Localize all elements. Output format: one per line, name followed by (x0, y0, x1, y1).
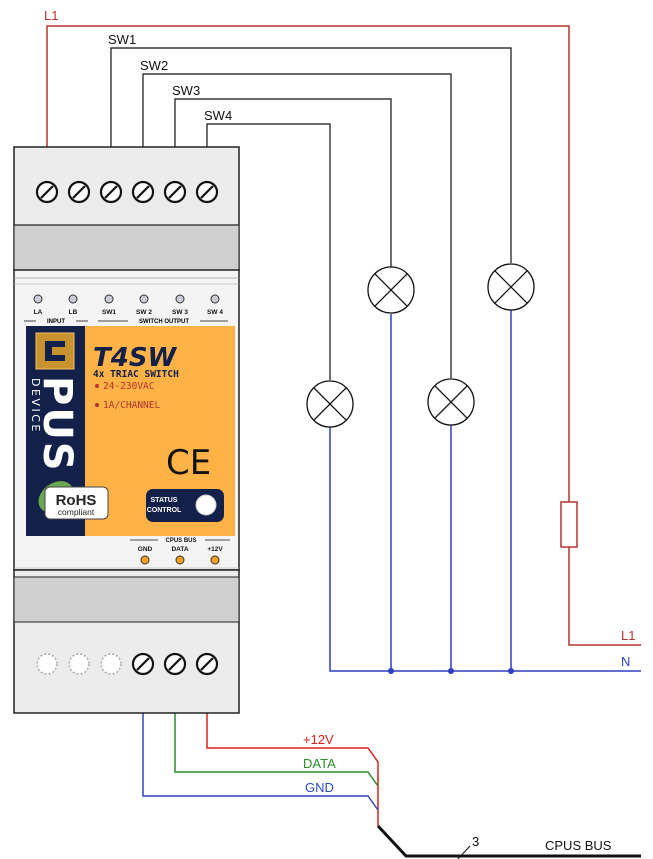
l1-top-label: L1 (44, 8, 58, 23)
neutral-junction (388, 668, 394, 674)
unused-terminal-icon (100, 653, 122, 675)
sw4-wire (206, 123, 331, 380)
cpus-bus-line (376, 824, 641, 858)
neutral-junction (508, 668, 514, 674)
spec-current: 1A/CHANNEL (103, 400, 160, 411)
data-wire (174, 712, 379, 787)
l1-wire (46, 25, 570, 502)
bus-count-tick (457, 845, 471, 859)
led-label: LA (34, 309, 43, 316)
fuse-icon (560, 501, 578, 548)
screw-terminal-icon (67, 180, 91, 204)
led-label: SW 4 (207, 309, 223, 316)
data-label: DATA (303, 756, 336, 771)
screw-terminal-icon (195, 652, 219, 676)
top-terminal-screws (35, 180, 219, 204)
status-label: STATUS (151, 497, 178, 504)
model-subtitle: 4x TRIAC SWITCH (93, 369, 179, 380)
bus-count-label: 3 (472, 834, 479, 849)
bus-led-label: +12V (207, 546, 223, 553)
lamp-sw4-icon (306, 380, 354, 428)
gnd-label: GND (305, 780, 334, 795)
status-control-button[interactable] (195, 494, 217, 516)
bus-group-label: CPUS BUS (165, 538, 196, 544)
lamp-sw1-icon (487, 263, 535, 311)
sw2-wire (142, 73, 452, 378)
screw-terminal-icon (131, 652, 155, 676)
input-group-label: INPUT (47, 319, 65, 325)
lamp-sw2-icon (427, 378, 475, 426)
sw3-wire (174, 98, 392, 267)
unused-terminal-icon (36, 653, 58, 675)
sw4-label: SW4 (204, 108, 232, 123)
sw1-label: SW1 (108, 32, 136, 47)
cpus-bus-label: CPUS BUS (545, 838, 612, 853)
n-right-label: N (621, 654, 630, 669)
plus12v-wire (206, 712, 379, 826)
bus-led-label: GND (138, 546, 153, 553)
screw-terminal-icon (163, 180, 187, 204)
bus-led-label: DATA (171, 546, 188, 553)
screw-terminal-icon (163, 652, 187, 676)
led-label: SW 3 (172, 309, 188, 316)
logo-device: DEVICE (29, 378, 42, 434)
l1-wire-lower (568, 547, 641, 646)
sw3-label: SW3 (172, 83, 200, 98)
spec-voltage: 24-230VAC (103, 381, 154, 392)
switch-output-group-label: SWITCH OUTPUT (139, 319, 189, 325)
ce-mark: CE (166, 443, 211, 483)
led-label: LB (69, 309, 78, 316)
rohs-compliant-label: compliant (58, 507, 95, 517)
led-label: SW1 (102, 309, 116, 316)
control-label: CONTROL (147, 507, 182, 514)
rohs-label: RoHS (56, 492, 97, 509)
l1-right-label: L1 (621, 628, 635, 643)
unused-terminal-icon (68, 653, 90, 675)
screw-terminal-icon (99, 180, 123, 204)
gnd-wire (142, 712, 379, 811)
neutral-lamp4 (329, 427, 641, 672)
screw-terminal-icon (195, 180, 219, 204)
status-leds-top (33, 294, 220, 304)
cpus-logo-icon (35, 332, 75, 370)
sw1-wire (110, 47, 512, 263)
screw-terminal-icon (131, 180, 155, 204)
model-title: T4SW (93, 343, 178, 373)
sw2-label: SW2 (140, 58, 168, 73)
bottom-terminal-screws (36, 652, 219, 676)
lamp-sw3-icon (367, 266, 415, 314)
plus12v-label: +12V (303, 732, 334, 747)
logo-pus: PUS (34, 376, 80, 473)
t4sw-module: LA LB SW1 SW 2 SW 3 SW 4 INPUT SWITCH OU… (13, 146, 240, 714)
neutral-junction (448, 668, 454, 674)
rohs-badge: RoHS compliant (38, 481, 109, 520)
screw-terminal-icon (35, 180, 59, 204)
bus-leds (140, 555, 220, 565)
led-label: SW 2 (136, 309, 152, 316)
